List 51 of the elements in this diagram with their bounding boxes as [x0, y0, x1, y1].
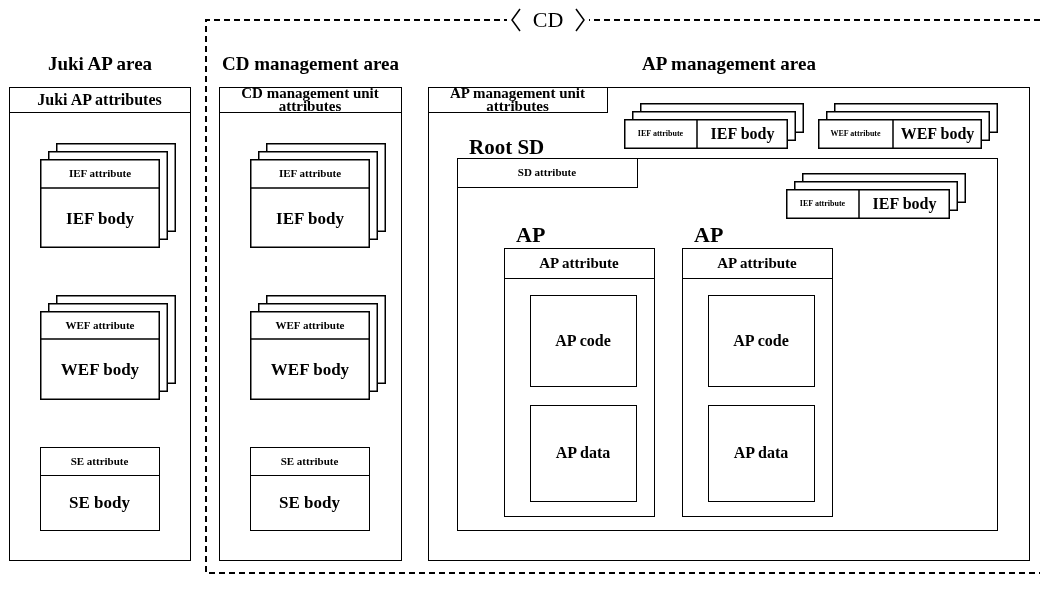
- file-stack: [250, 295, 386, 400]
- region-label: CD: [531, 8, 565, 32]
- box-text: AP data: [554, 443, 612, 463]
- content-box: [708, 295, 815, 387]
- box-text: AP code: [732, 330, 790, 351]
- content-box: [708, 405, 815, 502]
- body-text: IEF body: [709, 124, 776, 145]
- area-heading: AP: [693, 222, 724, 248]
- box-text: AP code: [554, 330, 612, 351]
- area-heading: Juki AP area: [46, 52, 154, 76]
- area-heading: Root SD: [468, 137, 545, 158]
- header-text: AP attribute: [538, 253, 620, 273]
- attribute-header: [219, 87, 402, 113]
- attribute-text: WEF attribute: [64, 317, 136, 333]
- body-text: WEF body: [59, 359, 141, 381]
- attribute-text: IEF attribute: [67, 166, 133, 181]
- area-heading: CD management area: [221, 52, 400, 76]
- body-text: IEF body: [871, 194, 938, 215]
- file-card: [40, 447, 160, 531]
- box-text: AP data: [732, 443, 790, 463]
- file-stack: [624, 103, 804, 149]
- file-card: [250, 447, 370, 531]
- body-text: WEF body: [899, 124, 976, 145]
- file-stack: [786, 173, 966, 219]
- area-heading: AP management area: [641, 52, 817, 76]
- attribute-text: WEF attribute: [274, 317, 346, 333]
- attribute-text: IEF attribute: [798, 198, 847, 210]
- body-text: WEF body: [269, 359, 351, 381]
- file-stack: [250, 143, 386, 248]
- content-box: [530, 405, 637, 502]
- body-text: IEF body: [275, 207, 345, 230]
- attribute-text: IEF attribute: [277, 166, 343, 181]
- body-text: SE body: [278, 491, 341, 514]
- header-text: SD attribute: [516, 165, 578, 180]
- attribute-text: IEF attribute: [636, 128, 685, 140]
- header-text: CD management unit attributes: [240, 88, 380, 111]
- attribute-header: [428, 87, 608, 113]
- attribute-text: SE attribute: [279, 454, 340, 469]
- area-heading: AP: [515, 222, 546, 248]
- content-box: [530, 295, 637, 387]
- body-text: IEF body: [65, 207, 135, 230]
- header-text: AP management unit attributes: [449, 88, 586, 111]
- attribute-text: WEF attribute: [829, 128, 882, 140]
- attribute-header: [457, 158, 638, 188]
- file-stack: [40, 143, 176, 248]
- file-stack: [818, 103, 998, 149]
- body-text: SE body: [68, 491, 131, 514]
- file-stack: [40, 295, 176, 400]
- header-text: Juki AP attributes: [36, 89, 163, 110]
- attribute-text: SE attribute: [69, 454, 130, 469]
- header-text: AP attribute: [716, 253, 798, 273]
